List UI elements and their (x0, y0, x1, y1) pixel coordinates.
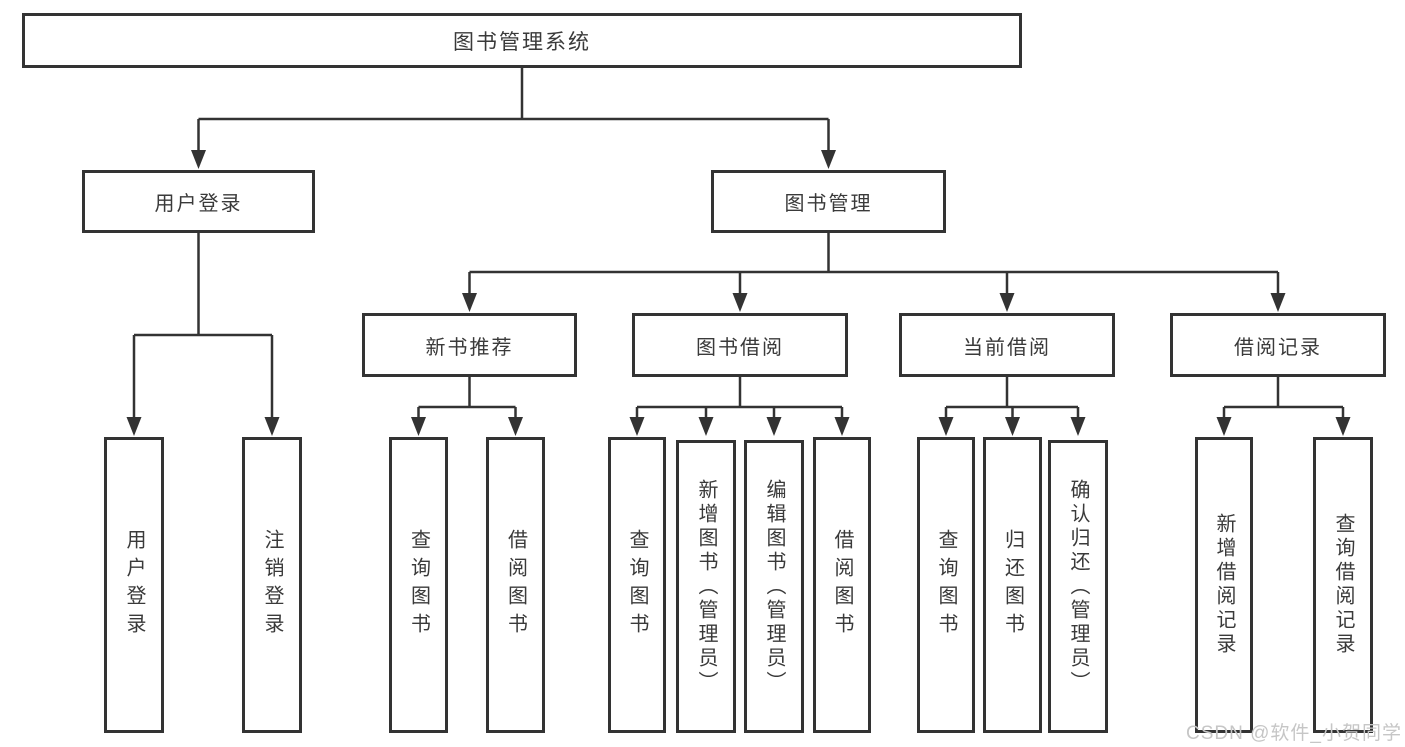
node-leaf-query-books-3: 查询图书 (917, 437, 975, 733)
node-library-management-system: 图书管理系统 (22, 13, 1022, 68)
node-leaf-query-books-2: 查询图书 (608, 437, 666, 733)
node-current-borrow: 当前借阅 (899, 313, 1115, 377)
node-new-book-recommend: 新书推荐 (362, 313, 577, 377)
node-book-borrow: 图书借阅 (632, 313, 848, 377)
node-leaf-add-borrow-record: 新增借阅记录 (1195, 437, 1253, 733)
node-leaf-add-books-admin: 新增图书（管理员） (676, 440, 736, 733)
arrowhead-icons (126, 150, 1351, 436)
node-leaf-edit-books-admin: 编辑图书（管理员） (744, 440, 804, 733)
node-leaf-query-borrow-record: 查询借阅记录 (1313, 437, 1373, 733)
node-user-login-module: 用户登录 (82, 170, 315, 233)
node-leaf-borrow-books-2: 借阅图书 (813, 437, 871, 733)
node-leaf-logout: 注销登录 (242, 437, 302, 733)
node-leaf-borrow-books: 借阅图书 (486, 437, 545, 733)
node-book-management-module: 图书管理 (711, 170, 946, 233)
node-leaf-query-books: 查询图书 (389, 437, 448, 733)
node-leaf-confirm-return-admin: 确认归还（管理员） (1048, 440, 1108, 733)
node-leaf-return-books: 归还图书 (983, 437, 1042, 733)
node-leaf-user-login: 用户登录 (104, 437, 164, 733)
node-borrow-records: 借阅记录 (1170, 313, 1386, 377)
